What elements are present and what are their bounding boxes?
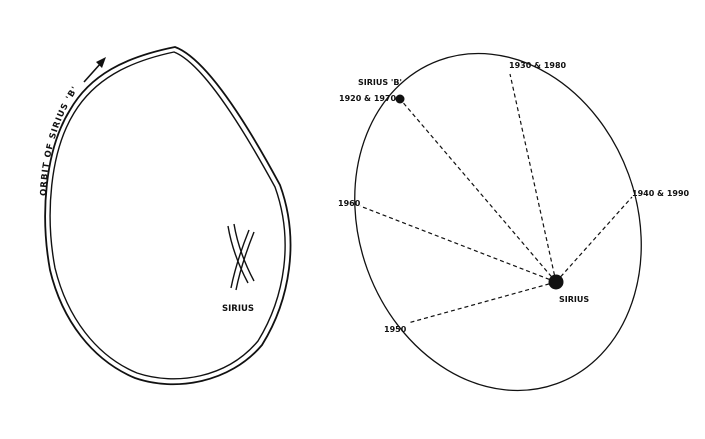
left-panel: ORBIT OF SIRIUS 'B' SIRIUS: [39, 46, 292, 386]
orbit-of-sirius-b-label: ORBIT OF SIRIUS 'B': [39, 84, 81, 196]
radius-line-1930-1980: [509, 73, 557, 283]
sirius-b-orbit-ellipse: [354, 52, 642, 392]
epoch-radius-lines: [359, 73, 633, 324]
sirius-b-label: SIRIUS 'B': [358, 78, 402, 87]
radius-line-1960: [359, 205, 557, 283]
orbit-direction-arrow-shaft: [83, 62, 102, 83]
epoch-label-1920-1970: 1920 & 1970: [339, 94, 397, 103]
epoch-label-1960: 1960: [338, 199, 361, 208]
right-panel: SIRIUS 'B' SIRIUS 1920 & 1970 1930 & 198…: [338, 52, 690, 392]
radius-line-1950: [407, 281, 557, 324]
orbit-direction-arrowhead: [96, 57, 106, 68]
left-sirius-label: SIRIUS: [222, 304, 254, 314]
sirius-a-wobble-path-1: [227, 225, 249, 284]
sirius-b-orbit-inner: [49, 51, 286, 380]
epoch-label-1940-1990: 1940 & 1990: [632, 189, 690, 198]
epoch-label-1950: 1950: [384, 325, 407, 334]
sirius-a-marker: [548, 274, 564, 290]
right-sirius-label: SIRIUS: [559, 295, 589, 304]
sirius-b-marker: [395, 94, 405, 104]
radius-line-1920-1970: [399, 98, 557, 283]
sirius-b-orbit-outer: [44, 46, 292, 386]
radius-line-1940-1990: [555, 196, 633, 283]
sirius-a-wobble-path-3: [235, 231, 255, 291]
sirius-a-wobble-path-2: [233, 223, 255, 282]
epoch-label-1930-1980: 1930 & 1980: [509, 61, 567, 70]
sirius-a-wobble-path-4: [230, 229, 250, 289]
